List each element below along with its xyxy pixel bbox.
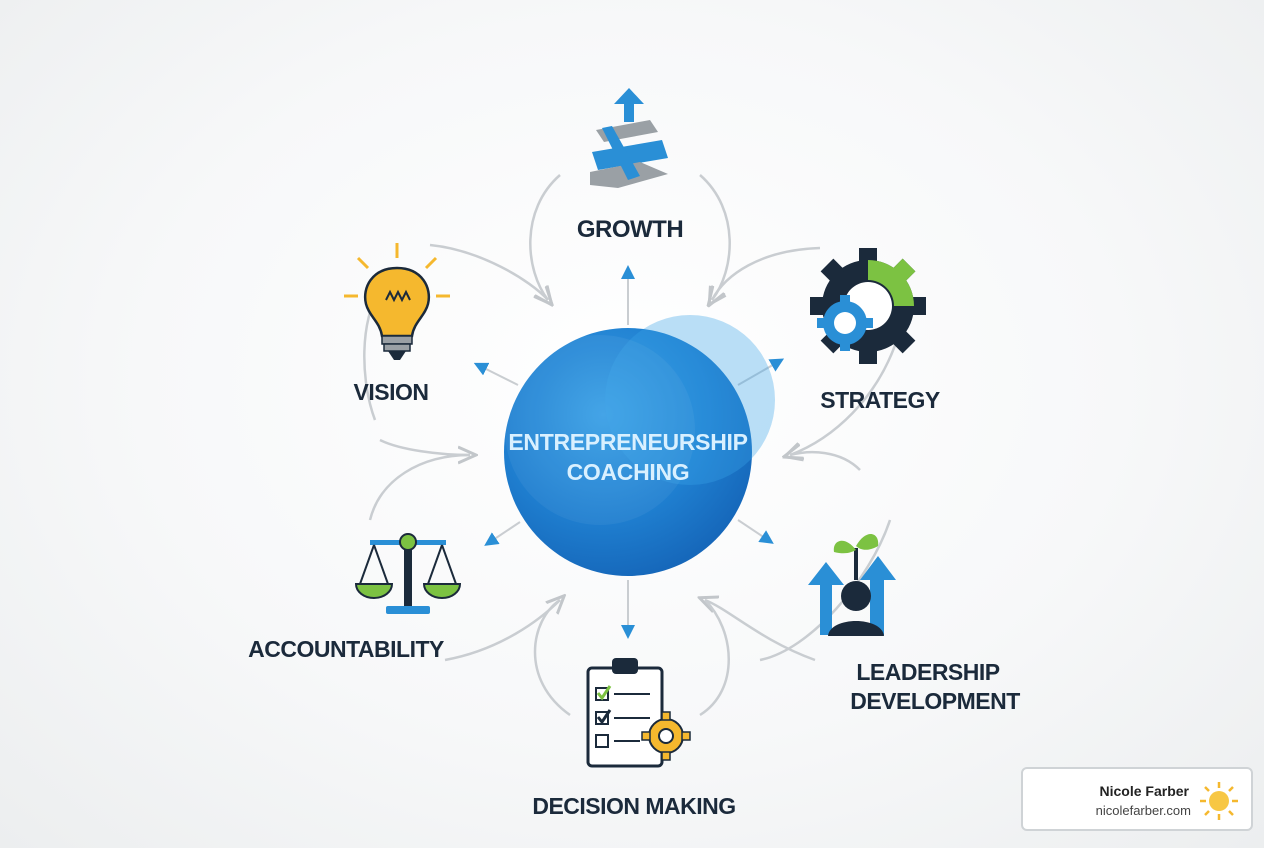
center-title-line2: COACHING bbox=[567, 459, 690, 485]
clipboard-checklist-gear-icon bbox=[586, 658, 691, 768]
leadership-label-line1: LEADERSHIP bbox=[856, 659, 999, 685]
decision-making-label: DECISION MAKING bbox=[532, 793, 735, 819]
strategy-label: STRATEGY bbox=[820, 387, 940, 413]
credit-site: nicolefarber.com bbox=[1095, 803, 1191, 818]
balance-scale-icon bbox=[354, 533, 462, 614]
center-title-line1: ENTREPRENEURSHIP bbox=[508, 429, 747, 455]
credit-badge: Nicole Farber nicolefarber.com bbox=[1021, 767, 1253, 831]
sun-icon bbox=[1200, 782, 1238, 820]
leadership-label-line2: DEVELOPMENT bbox=[850, 688, 1020, 714]
lightbulb-icon bbox=[344, 243, 450, 360]
growth-label: GROWTH bbox=[577, 216, 683, 243]
person-sprout-arrows-icon bbox=[808, 533, 896, 636]
vision-label: VISION bbox=[354, 379, 429, 405]
accountability-label: ACCOUNTABILITY bbox=[248, 636, 444, 662]
zigzag-stairs-arrow-icon bbox=[590, 88, 668, 188]
center-node: ENTREPRENEURSHIP COACHING bbox=[504, 315, 775, 576]
credit-name: Nicole Farber bbox=[1099, 783, 1189, 799]
gears-icon bbox=[810, 248, 926, 364]
spoke-arrows bbox=[473, 265, 785, 639]
